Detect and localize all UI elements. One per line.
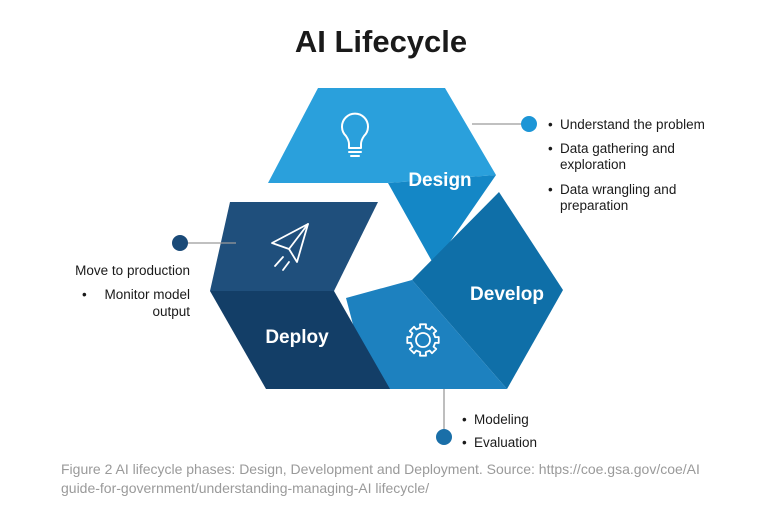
develop-note-1: Modeling [474,412,529,427]
design-phase: Design [268,88,496,265]
gear-icon [406,323,440,357]
develop-connector-dot [436,429,452,445]
design-note-2b: exploration [560,157,626,172]
deploy-note-1a: Monitor model [104,287,190,302]
deploy-notes: Move to production • Monitor model outpu… [75,263,190,319]
develop-note-2: Evaluation [474,435,537,450]
develop-upper-panel [412,192,563,389]
design-label: Design [408,170,471,191]
develop-note-bullet-1: • [462,412,467,427]
paper-plane-icon [271,223,309,271]
develop-notes: • Modeling • Evaluation [462,412,537,450]
diagram-title: AI Lifecycle [295,24,467,59]
figure-caption: Figure 2 AI lifecycle phases: Design, De… [61,461,700,496]
design-note-bullet-1: • [548,117,553,132]
lightbulb-icon [341,112,369,157]
develop-connector [436,389,452,445]
deploy-lower-panel [210,291,390,389]
design-connector [472,116,537,132]
design-note-2a: Data gathering and [560,141,675,156]
deploy-note-heading: Move to production [75,263,190,278]
deploy-label: Deploy [265,327,329,348]
develop-label: Develop [470,284,544,305]
gear-outline [406,323,440,357]
deploy-phase: Deploy [210,202,390,389]
design-connector-dot [521,116,537,132]
design-note-bullet-2: • [548,141,553,156]
design-note-3b: preparation [560,198,628,213]
deploy-note-1b: output [152,304,190,319]
deploy-note-bullet-1: • [82,287,87,302]
design-top-panel [268,88,496,183]
design-note-bullet-3: • [548,182,553,197]
design-note-3a: Data wrangling and [560,182,676,197]
deploy-connector [172,235,236,251]
design-notes: • Understand the problem • Data gatherin… [548,117,705,213]
deploy-connector-dot [172,235,188,251]
design-right-panel [388,175,496,265]
develop-phase: Develop [346,192,563,389]
deploy-upper-panel [210,202,378,291]
develop-note-bullet-2: • [462,435,467,450]
design-note-1: Understand the problem [560,117,705,132]
